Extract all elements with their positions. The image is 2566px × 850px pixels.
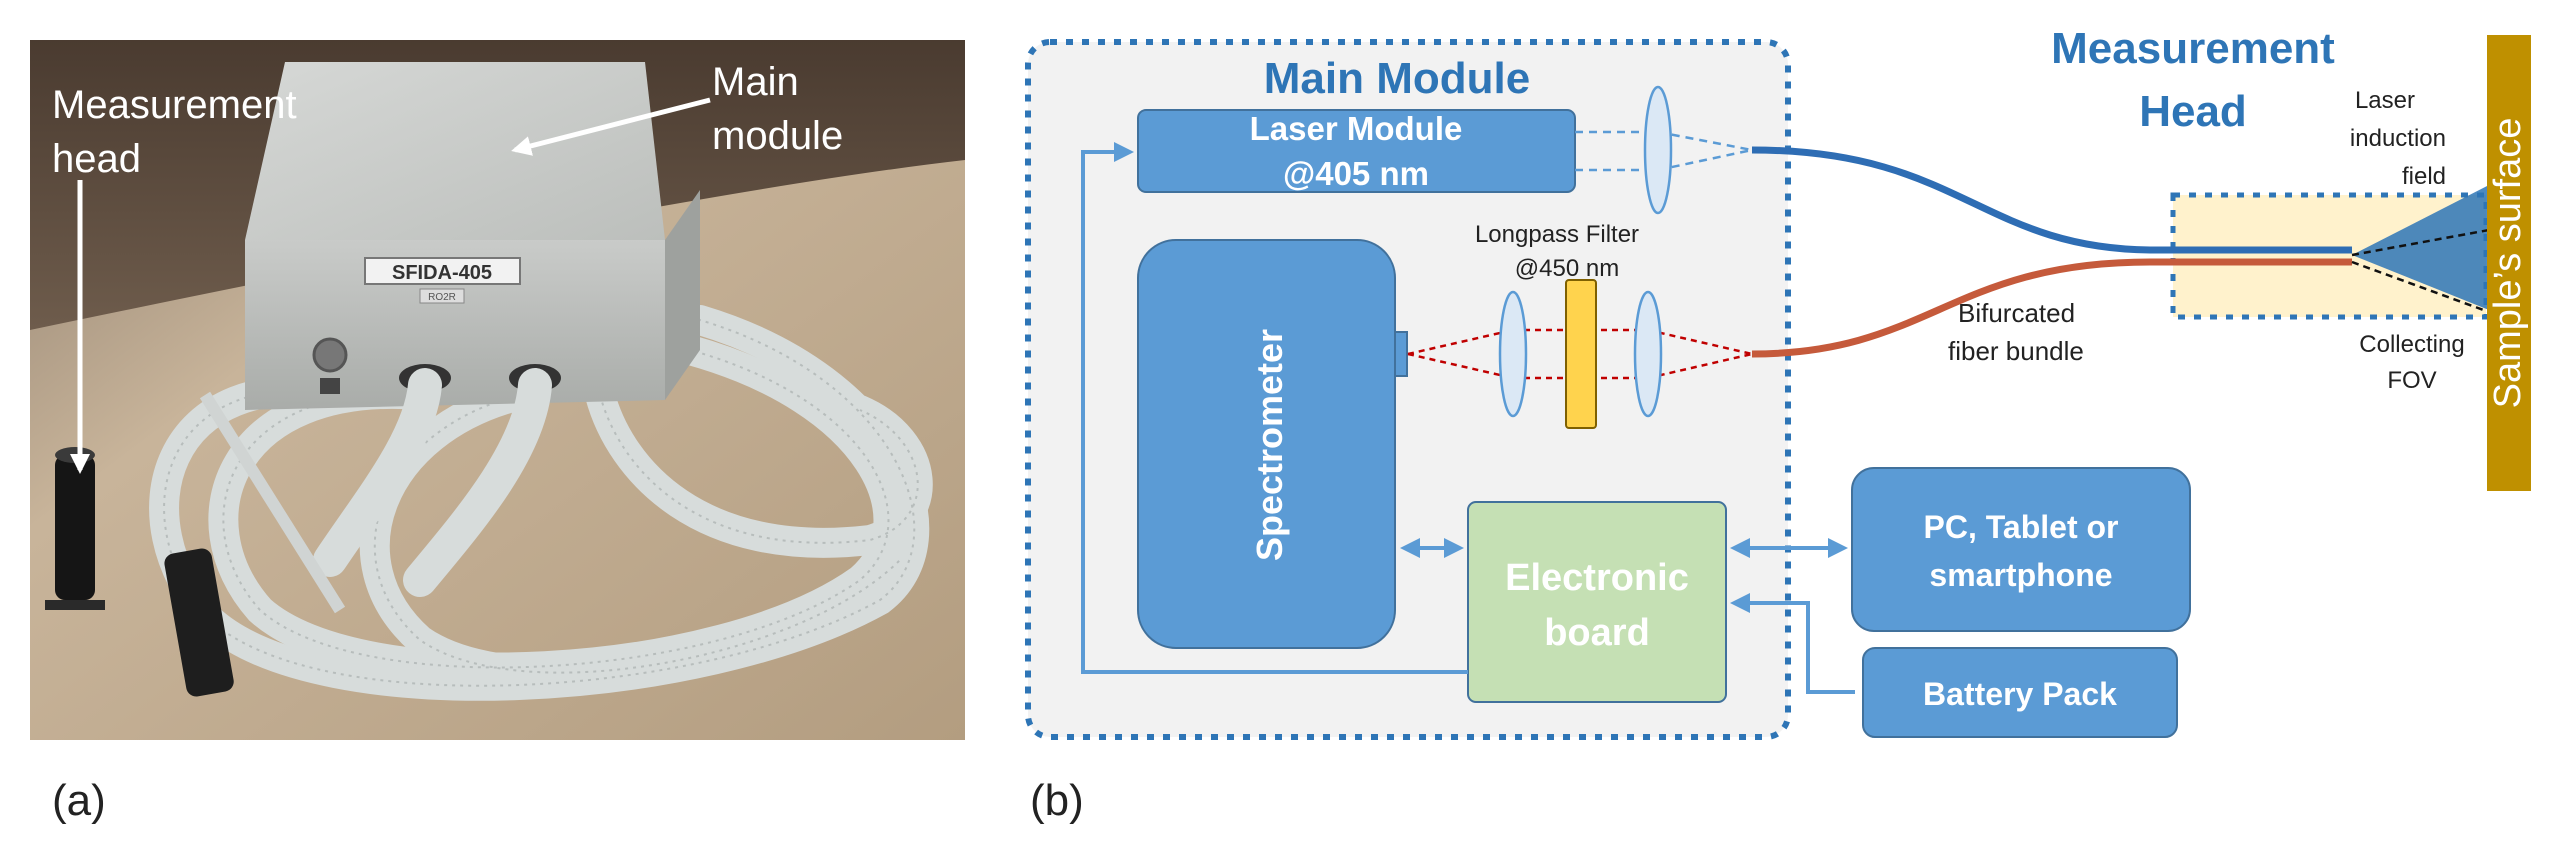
longpass-filter [1565,279,1597,429]
bifurcated-label-2: fiber bundle [1948,336,2084,366]
measurement-head-title-1: Measurement [2051,24,2335,73]
battery-board-link [1730,593,1855,694]
filter-label-2: @450 nm [1515,255,1619,282]
laser-module-label-2: @405 nm [1283,155,1429,192]
collection-lens-right [1633,290,1663,418]
collecting-fov-label-1: Collecting [2359,331,2464,358]
bifurcated-label-1: Bifurcated [1958,298,2075,328]
label-measurement-head-2: head [52,137,141,181]
collection-fiber [1751,258,2352,358]
pc-label-1: PC, Tablet or [1924,509,2119,545]
laser-induction-label-3: field [2402,163,2446,190]
connections [1081,142,1855,694]
pc-label-2: smartphone [1929,557,2112,593]
collecting-fov-label-2: FOV [2387,367,2436,394]
filter-label-1: Longpass Filter [1475,221,1639,248]
sample-surface-label: Sample’s surface [2487,118,2529,409]
caption-a: (a) [52,776,106,825]
laser-induction-cone [2352,185,2489,310]
laser-module-label-1: Laser Module [1250,110,1463,147]
battery-pack-box [1862,647,2178,738]
battery-pack-label: Battery Pack [1923,676,2117,712]
electronic-board-label-2: board [1544,612,1650,654]
main-module-title: Main Module [1264,54,1530,103]
excitation-fiber [1751,146,2352,254]
pc-box [1851,467,2191,632]
laser-induction-label-2: induction [2350,125,2446,152]
spectrometer-box [1137,239,1396,649]
electronic-board-label-1: Electronic [1505,557,1689,599]
collection-lens-left [1498,290,1528,418]
laser-induction-label-1: Laser [2355,87,2415,114]
label-measurement-head-1: Measurement [52,83,297,127]
label-main-module-1: Main [712,60,799,104]
caption-b: (b) [1030,776,1084,825]
label-main-module-2: module [712,114,843,158]
laser-module-box [1137,109,1576,193]
photo-panel: SFIDA-405 RO2R Measurement head Main mod… [30,40,965,740]
knob-icon [312,337,348,373]
sample-surface-bar [2487,35,2531,491]
schematic-panel: Main Module Laser Module @405 nm Spectro… [1025,24,2531,740]
laser-lens [1643,85,1673,215]
device-small-plate-text: RO2R [428,292,456,303]
main-module-arrow [511,97,711,156]
board-laser-link [1081,142,1468,674]
device-name-plate [364,257,521,285]
laser-beam [1575,130,1753,172]
device-name-text: SFIDA-405 [392,262,492,284]
spectrometer-label: Spectrometer [1249,329,1290,561]
fov-line-lower [2351,260,2490,314]
main-module-device: SFIDA-405 RO2R [245,62,700,410]
electronic-board-box [1467,501,1727,703]
measurement-head-title-2: Head [2139,87,2247,136]
